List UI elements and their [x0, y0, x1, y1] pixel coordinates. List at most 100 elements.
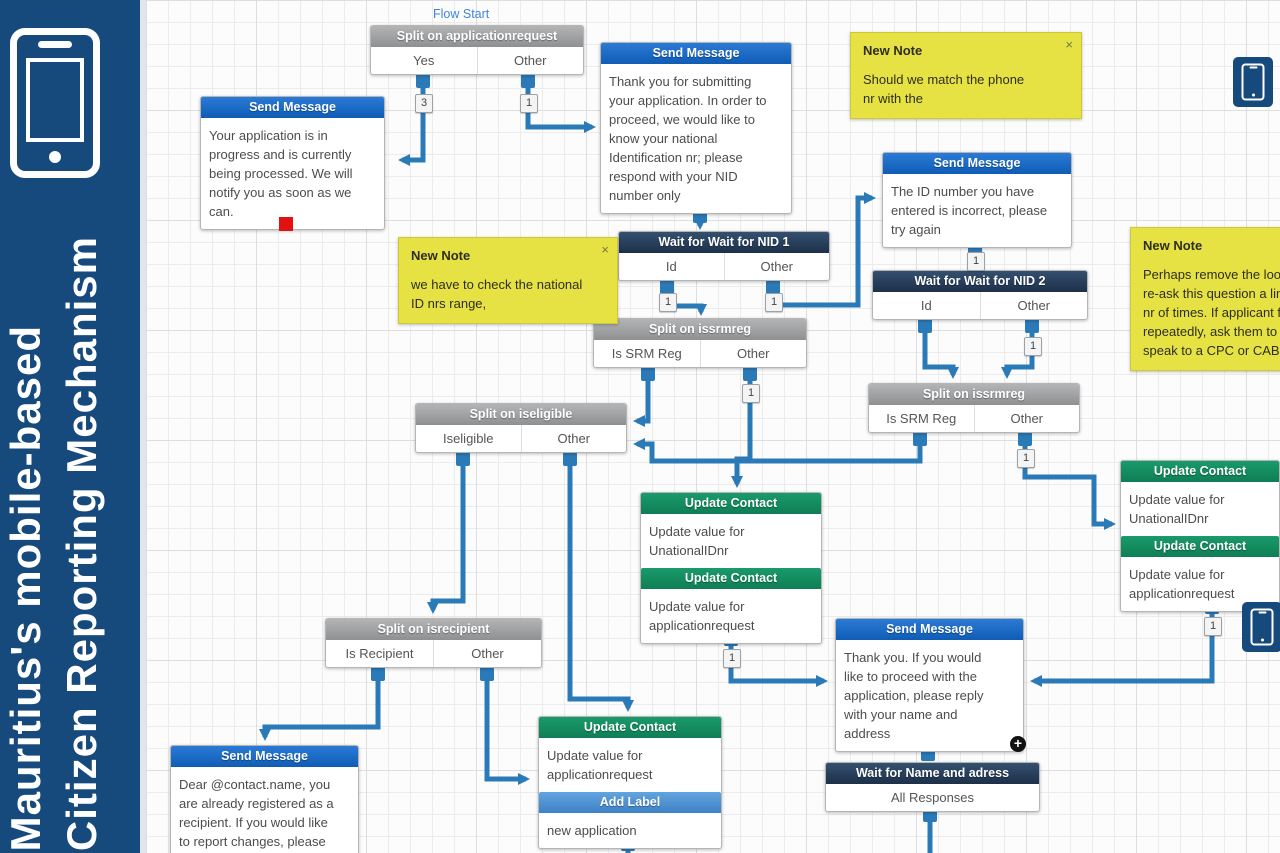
pass-count-badge: 1 — [723, 649, 741, 668]
exit-port[interactable] — [641, 367, 655, 381]
node-header[interactable]: Wait for Wait for NID 2 — [873, 271, 1087, 292]
node-header[interactable]: Send Message — [201, 97, 384, 118]
exit-category-other[interactable]: Other — [979, 292, 1088, 319]
update-action-text[interactable]: Update value for UnationalIDnr — [649, 524, 745, 558]
message-text[interactable]: Your application is in progress and is c… — [209, 128, 353, 219]
exit-category-other[interactable]: Other — [973, 405, 1080, 432]
node-header[interactable]: Send Message — [836, 619, 1023, 640]
wait-node-nid1[interactable]: Wait for Wait for NID 1 Id Other — [618, 231, 830, 281]
pass-count-badge: 1 — [1204, 617, 1222, 636]
node-header[interactable]: Send Message — [601, 43, 791, 64]
phone-icon[interactable] — [1233, 57, 1273, 107]
phone-icon — [10, 28, 100, 178]
exit-port[interactable] — [1018, 432, 1032, 446]
node-header[interactable]: Update Contact — [539, 717, 721, 738]
close-icon[interactable]: × — [1065, 37, 1073, 52]
exit-category-all-responses[interactable]: All Responses — [890, 790, 975, 805]
split-node-issrmreg-right[interactable]: Split on issrmreg Is SRM Reg Other — [868, 383, 1080, 433]
pass-count-badge: 1 — [520, 94, 538, 113]
node-header[interactable]: Wait for Name and adress — [826, 763, 1039, 784]
note-body[interactable]: Should we match the phone nr with the — [863, 72, 1025, 106]
exit-port[interactable] — [371, 667, 385, 681]
node-header[interactable]: Wait for Wait for NID 1 — [619, 232, 829, 253]
update-action-text[interactable]: Update value for applicationrequest — [547, 748, 653, 782]
split-node-isrecipient[interactable]: Split on isrecipient Is Recipient Other — [325, 618, 542, 668]
close-icon[interactable]: × — [601, 242, 609, 257]
exit-port[interactable] — [918, 319, 932, 333]
phone-home-dot — [49, 151, 61, 163]
note-body[interactable]: we have to check the national ID nrs ran… — [411, 277, 583, 311]
exit-category-other[interactable]: Other — [520, 425, 627, 452]
label-name-text[interactable]: new application — [547, 823, 637, 838]
exit-category-isrecipient[interactable]: Is Recipient — [345, 646, 414, 661]
node-header[interactable]: Split on issrmreg — [869, 384, 1079, 405]
send-message-node-already-registered[interactable]: Send Message Dear @contact.name, you are… — [170, 745, 359, 853]
wait-node-name-address[interactable]: Wait for Name and adress All Responses — [825, 762, 1040, 812]
add-node-plus-icon[interactable]: + — [1010, 736, 1026, 752]
pass-count-badge: 1 — [1017, 449, 1035, 468]
split-node-issrmreg-center[interactable]: Split on issrmreg Is SRM Reg Other — [593, 318, 807, 368]
update-action-text[interactable]: Update value for applicationrequest — [649, 599, 755, 633]
note-title[interactable]: New Note — [411, 248, 471, 263]
node-header[interactable]: Send Message — [883, 153, 1071, 174]
node-header[interactable]: Split on issrmreg — [594, 319, 806, 340]
node-header[interactable]: Update Contact — [641, 493, 821, 514]
exit-category-issrmreg[interactable]: Is SRM Reg — [886, 411, 957, 426]
exit-port[interactable] — [480, 667, 494, 681]
exit-port[interactable] — [743, 367, 757, 381]
send-message-node-progress[interactable]: Send Message Your application is in prog… — [200, 96, 385, 230]
send-message-node-nid-request[interactable]: Send Message Thank you for submitting yo… — [600, 42, 792, 214]
update-contact-node-right[interactable]: Update Contact Update value for Unationa… — [1120, 460, 1280, 612]
update-contact-node-center[interactable]: Update Contact Update value for Unationa… — [640, 492, 822, 644]
node-header[interactable]: Split on iseligible — [416, 404, 626, 425]
exit-category-yes[interactable]: Yes — [413, 53, 435, 68]
pass-count-badge: 1 — [659, 293, 677, 312]
send-message-node-id-incorrect[interactable]: Send Message The ID number you have ente… — [882, 152, 1072, 248]
note-title[interactable]: New Note — [1143, 238, 1203, 253]
update-action-text[interactable]: Update value for UnationalIDnr — [1129, 492, 1225, 526]
node-header[interactable]: Update Contact — [641, 568, 821, 589]
phone-icon[interactable] — [1242, 602, 1280, 652]
node-header[interactable]: Update Contact — [1121, 536, 1279, 557]
node-header[interactable]: Update Contact — [1121, 461, 1279, 482]
node-header[interactable]: Send Message — [171, 746, 358, 767]
exit-category-other[interactable]: Other — [433, 640, 541, 667]
message-text[interactable]: Thank you for submitting your applicatio… — [609, 74, 767, 203]
node-header[interactable]: Split on applicationrequest — [371, 26, 583, 47]
exit-category-id[interactable]: Id — [665, 259, 677, 274]
node-header[interactable]: Split on isrecipient — [326, 619, 541, 640]
message-text[interactable]: Thank you. If you would like to proceed … — [844, 650, 984, 741]
split-node-iseligible[interactable]: Split on iseligible Iseligible Other — [415, 403, 627, 453]
exit-port[interactable] — [521, 74, 535, 88]
connector — [259, 673, 381, 741]
split-node-applicationrequest[interactable]: Split on applicationrequest Yes Other — [370, 25, 584, 75]
exit-port[interactable] — [563, 452, 577, 466]
flow-end-marker — [279, 217, 293, 231]
message-text[interactable]: Dear @contact.name, you are already regi… — [179, 777, 334, 849]
connector — [484, 673, 530, 785]
exit-port[interactable] — [913, 432, 927, 446]
exit-port[interactable] — [416, 74, 430, 88]
message-text[interactable]: The ID number you have entered is incorr… — [891, 184, 1048, 237]
exit-category-iseligible[interactable]: Iseligible — [442, 431, 494, 446]
exit-category-id[interactable]: Id — [920, 298, 932, 313]
exit-category-other[interactable]: Other — [476, 47, 584, 74]
sticky-note-id-range[interactable]: × New Note we have to check the national… — [398, 237, 618, 324]
update-contact-add-label-node[interactable]: Update Contact Update value for applicat… — [538, 716, 722, 849]
exit-port[interactable] — [1025, 319, 1039, 333]
exit-port[interactable] — [766, 280, 780, 294]
note-title[interactable]: New Note — [863, 43, 923, 58]
wait-node-nid2[interactable]: Wait for Wait for NID 2 Id Other — [872, 270, 1088, 320]
note-body[interactable]: Perhaps remove the loop re-ask this ques… — [1143, 267, 1280, 358]
exit-category-other[interactable]: Other — [699, 340, 807, 367]
send-message-node-name-address[interactable]: Send Message Thank you. If you would lik… — [835, 618, 1024, 752]
sticky-note-loop[interactable]: New Note Perhaps remove the loop re-ask … — [1130, 227, 1280, 371]
node-header[interactable]: Add Label — [539, 792, 721, 813]
exit-port[interactable] — [456, 452, 470, 466]
update-action-text[interactable]: Update value for applicationrequest — [1129, 567, 1235, 601]
exit-port[interactable] — [660, 280, 674, 294]
exit-category-issrmreg[interactable]: Is SRM Reg — [611, 346, 682, 361]
exit-category-other[interactable]: Other — [723, 253, 830, 280]
sticky-note-phone-match[interactable]: × New Note Should we match the phone nr … — [850, 32, 1082, 119]
